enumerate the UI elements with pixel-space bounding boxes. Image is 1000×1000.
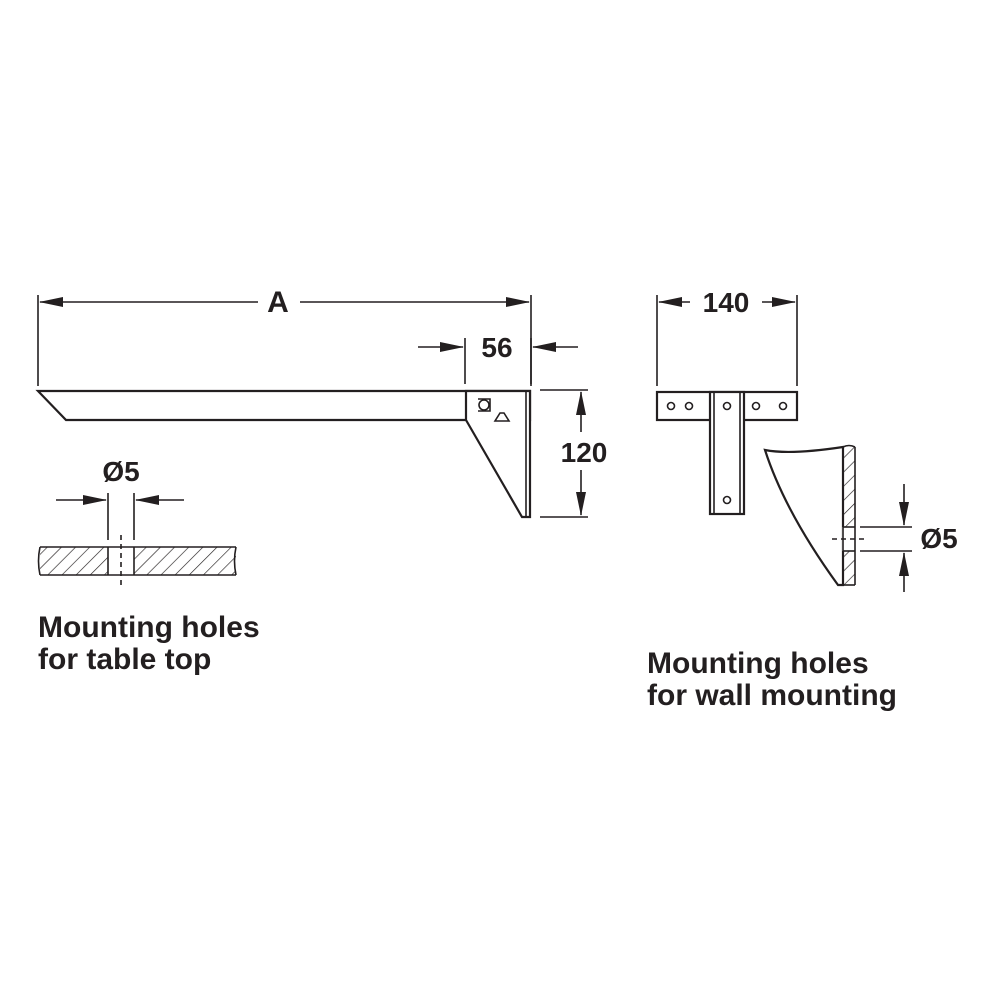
dimension-56-label: 56: [481, 332, 512, 363]
hole-wall-label: Ø5: [920, 523, 957, 554]
wall-hole-detail: Ø5: [763, 444, 958, 592]
table-hole-detail: Ø5: [37, 456, 237, 585]
bracket-gusset: [464, 389, 532, 519]
dimension-120-label: 120: [561, 437, 608, 468]
dimension-a: A: [37, 286, 532, 386]
caption-table-line1: Mounting holes: [38, 611, 260, 644]
dimension-56: 56: [418, 332, 578, 384]
slot: [493, 412, 511, 422]
front-stem: [708, 390, 746, 516]
bracket-side-view: [35, 389, 532, 519]
caption-wall-line1: Mounting holes: [647, 647, 869, 680]
bracket-arm: [35, 389, 532, 422]
dimension-120: 120: [540, 389, 608, 518]
caption-wall-line2: for wall mounting: [647, 679, 897, 712]
caption-table-line2: for table top: [38, 643, 211, 676]
bracket-front-view: [655, 390, 799, 516]
dimension-140: 140: [656, 287, 798, 386]
dimension-140-label: 140: [703, 287, 750, 318]
hole-table-label: Ø5: [102, 456, 139, 487]
dimension-a-label: A: [267, 286, 289, 319]
pivot-hole: [478, 399, 490, 411]
